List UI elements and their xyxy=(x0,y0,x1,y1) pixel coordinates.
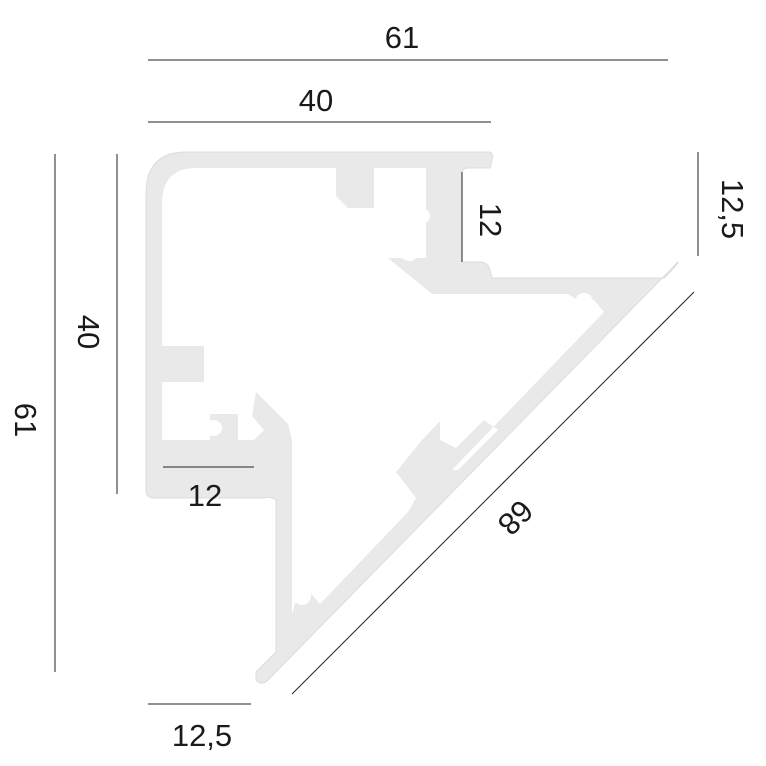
label-bottom-flange-width: 12,5 xyxy=(172,718,232,753)
label-diagonal-length: 68 xyxy=(491,493,540,542)
screw-channel-bottom xyxy=(293,587,311,605)
label-channel-depth-bottom: 12 xyxy=(188,478,222,513)
dimension-labels: 61 40 12 12,5 40 61 12 68 12,5 xyxy=(8,20,750,753)
label-top-overall-width: 61 xyxy=(385,20,419,55)
screw-channel-top-right xyxy=(414,208,430,224)
screw-channel-left xyxy=(206,420,222,436)
label-channel-depth-top: 12 xyxy=(473,203,508,237)
screw-channel-right xyxy=(575,293,593,311)
dimension-lines xyxy=(54,59,699,705)
label-left-overall-height: 61 xyxy=(8,403,43,437)
screw-channel-top-left xyxy=(177,183,195,201)
label-top-inner-width: 40 xyxy=(299,83,333,118)
dim-line-diagonal xyxy=(291,291,695,695)
profile-inner-cavity xyxy=(162,168,604,614)
label-left-inner-height: 40 xyxy=(71,315,106,349)
aluminium-profile xyxy=(145,151,679,684)
label-right-flange-height: 12,5 xyxy=(715,179,750,239)
